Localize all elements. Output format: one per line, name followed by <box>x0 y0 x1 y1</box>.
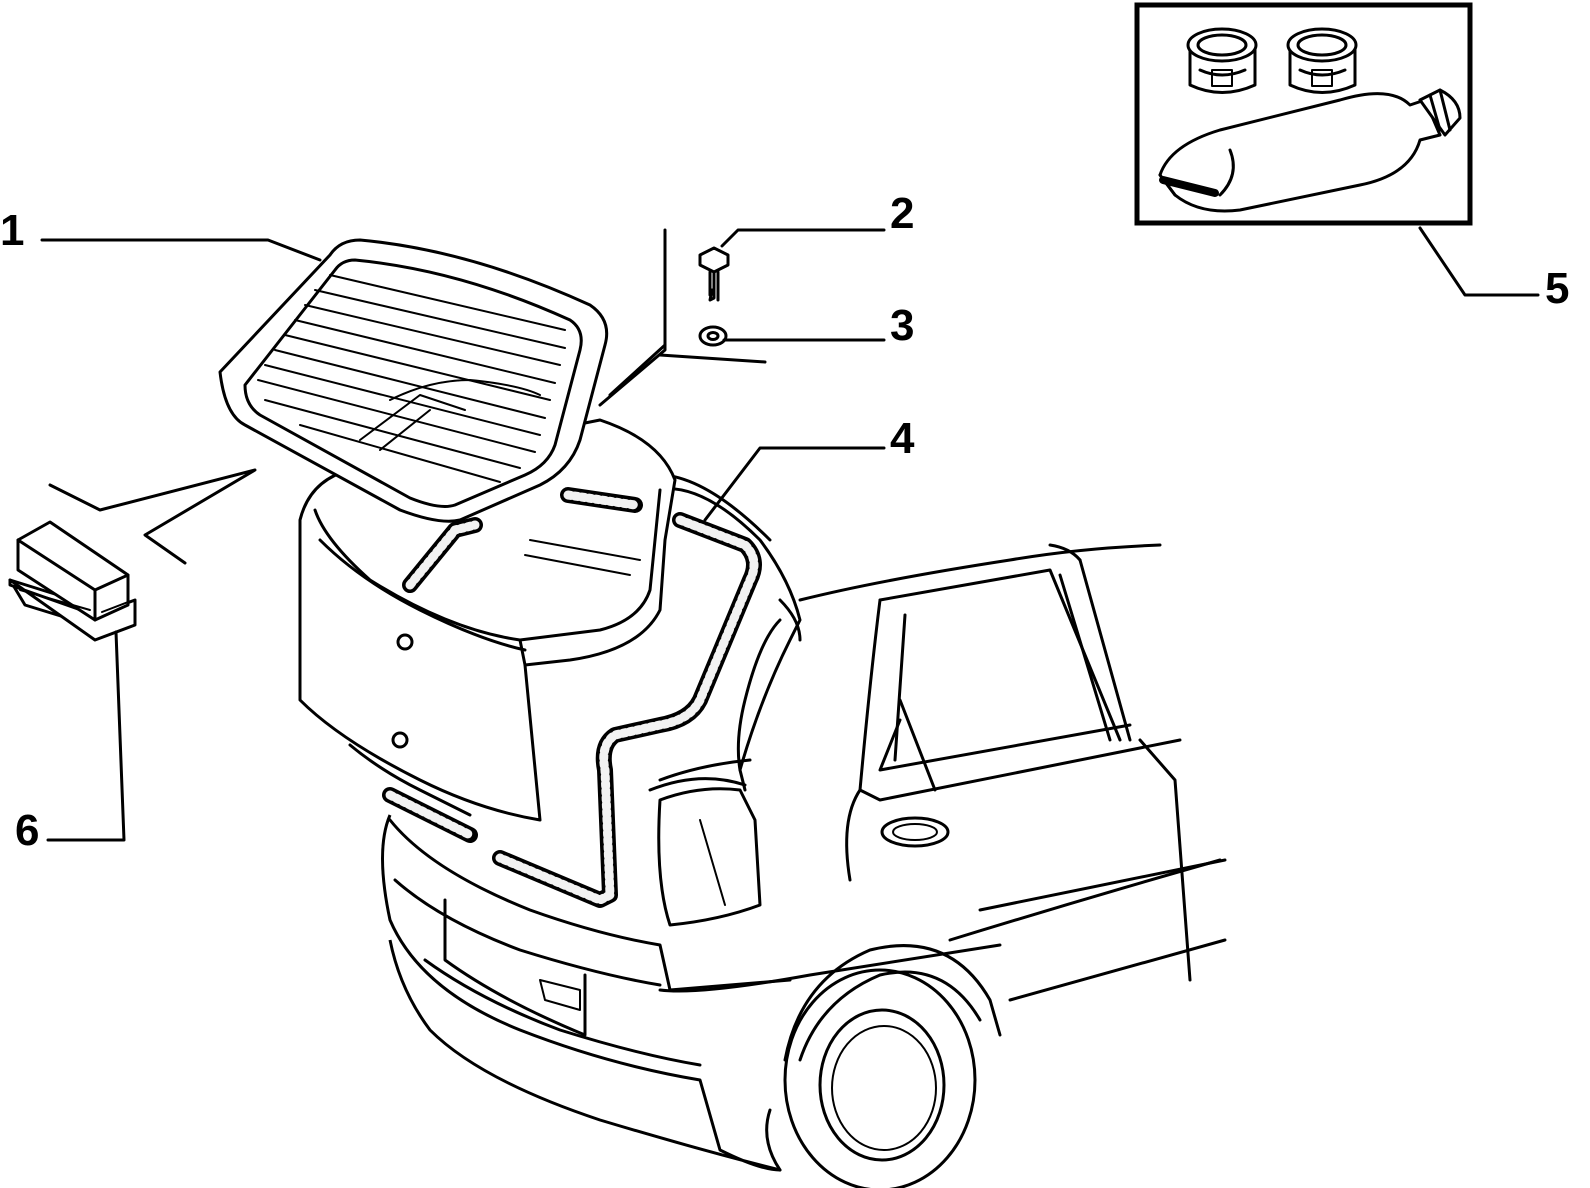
primer-jar-icon <box>1186 27 1258 94</box>
car-rear-body <box>381 473 1227 1188</box>
screw <box>698 246 730 302</box>
leader-1 <box>40 238 322 262</box>
adhesive-kit <box>1134 2 1473 226</box>
adhesive-cartridge-icon <box>1158 88 1462 213</box>
leader-4 <box>703 446 886 522</box>
tailgate <box>298 418 677 822</box>
bracket-line-2 <box>658 353 767 364</box>
callout-1: 1 <box>0 206 24 255</box>
bracket-line-3 <box>608 343 667 397</box>
rear-window-glass <box>218 238 609 523</box>
window-seal <box>382 487 762 908</box>
callout-4: 4 <box>890 414 915 463</box>
leader-2 <box>720 228 886 248</box>
callout-6: 6 <box>15 806 39 855</box>
spacer-block <box>8 520 137 642</box>
callout-3: 3 <box>890 301 914 350</box>
spacer-leader <box>48 468 257 565</box>
activator-jar-icon <box>1286 27 1358 94</box>
leader-5 <box>1418 226 1540 297</box>
callout-2: 2 <box>890 189 914 238</box>
callout-5: 5 <box>1545 264 1569 313</box>
bracket-line <box>598 228 667 407</box>
leader-6 <box>46 630 126 842</box>
nut <box>698 325 728 347</box>
